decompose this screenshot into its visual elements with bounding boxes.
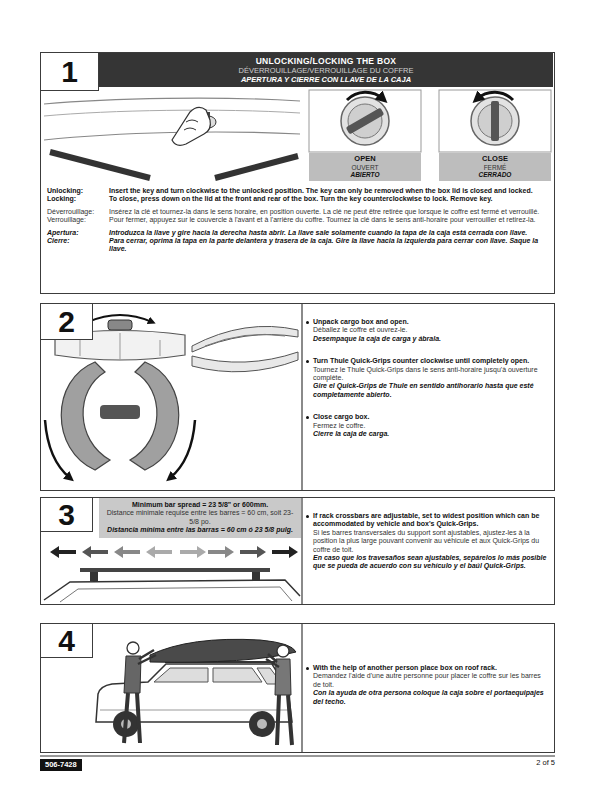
instruction-text: Déverrouillage: — [47, 208, 105, 216]
bullet-dot — [306, 667, 309, 670]
instruction-text: Si les barres transversales du support s… — [313, 529, 547, 554]
instruction-text: Verrouillage: — [47, 216, 105, 224]
step-panel: Unlocking: Insert the key and turn clockw… — [40, 52, 555, 294]
lock-state-label: CLOSEFERMÉCERRADO — [439, 153, 551, 181]
header-text: DÉVERROUILLAGE/VERROUILLAGE DU COFFRE — [103, 66, 549, 75]
instruction-text: Para cerrar, oprima la tapa en la parte … — [109, 237, 550, 254]
bullet-dot — [306, 515, 309, 518]
step-panel: With the help of another person place bo… — [40, 623, 555, 753]
page-label-holder: 2 of 5 — [455, 758, 555, 768]
step-panel: Unpack cargo box and open.Déballez le co… — [40, 303, 555, 491]
instruction-text: Gire el Quick-Grips de Thule en sentido … — [313, 382, 547, 399]
step-panel: If rack crossbars are adjustable, set to… — [40, 497, 555, 605]
instruction-text: Déballez le coffre et ouvrez-le. — [313, 326, 547, 334]
bullet-dot — [306, 360, 309, 363]
instruction-text: Insert the key and turn clockwise to the… — [109, 187, 550, 195]
lock-icons — [309, 90, 551, 152]
instruction-text: En caso que los travesaños sean ajustabl… — [313, 554, 547, 571]
text-column: With the help of another person place bo… — [313, 664, 547, 706]
instruction-text: Unpack cargo box and open. — [313, 318, 547, 326]
instruction-text: If rack crossbars are adjustable, set to… — [313, 512, 547, 529]
spec-box: Minimum bar spread = 23 5/8" or 600mm.Di… — [99, 498, 301, 538]
instruction-text: Insérez la clé et tournez-la dans le sen… — [109, 208, 550, 216]
page-number: 2 of 5 — [455, 758, 555, 768]
instruction-text: Tournez le Thule Quick-Grips dans le sen… — [313, 366, 547, 383]
spec-text: Distancia mínima entre las barras = 60 c… — [103, 526, 297, 534]
step-number: 1 — [41, 53, 99, 91]
header-text: UNLOCKING/LOCKING THE BOX — [103, 56, 549, 66]
step-number-text: 1 — [61, 57, 78, 87]
instruction-text: Demandez l'aide d'une autre personne pou… — [313, 672, 547, 689]
instruction-text: With the help of another person place bo… — [313, 664, 547, 672]
step-number: 3 — [41, 498, 93, 532]
box-lid-drawing — [44, 98, 300, 178]
step-number: 4 — [41, 624, 93, 658]
spec-text: Minimum bar spread = 23 5/8" or 600mm. — [103, 501, 297, 509]
instruction-text: To close, press down on the lid at the f… — [109, 195, 550, 203]
state-text: CERRADO — [441, 171, 549, 178]
state-text: OPEN — [311, 155, 419, 164]
bullet-dot — [306, 416, 309, 419]
header-band: UNLOCKING/LOCKING THE BOXDÉVERROUILLAGE/… — [99, 53, 553, 87]
step-number-text: 4 — [58, 626, 75, 656]
loading-drawing — [96, 623, 302, 753]
state-text: CLOSE — [441, 155, 549, 164]
bullet-dot — [306, 321, 309, 324]
part-number-box: 506-7428 — [40, 759, 82, 771]
step-number-text: 2 — [58, 307, 75, 337]
text-column: Unpack cargo box and open.Déballez le co… — [313, 318, 547, 438]
state-text: OUVERT — [311, 164, 419, 171]
state-text: FERMÉ — [441, 164, 549, 171]
step-number-text: 3 — [58, 500, 75, 530]
instruction-text: Desempaque la caja de carga y ábrala. — [313, 335, 547, 343]
state-text: ABIERTO — [311, 171, 419, 178]
instruction-text: Unlocking: — [47, 187, 105, 195]
instruction-text: Close cargo box. — [313, 413, 547, 421]
instruction-text: Apertura: — [47, 229, 105, 237]
instruction-text: Pour fermer, appuyez sur le couvercle à … — [109, 216, 550, 224]
text-column: If rack crossbars are adjustable, set to… — [313, 512, 547, 571]
step-number: 2 — [41, 304, 93, 340]
instruction-text: Locking: — [47, 195, 105, 203]
part-number: 506-7428 — [45, 760, 77, 770]
instruction-text: Turn Thule Quick-Grips counter clockwise… — [313, 357, 547, 365]
instruction-text: Fermez le coffre. — [313, 422, 547, 430]
header-text: APERTURA Y CIERRE CON LLAVE DE LA CAJA — [103, 75, 549, 84]
lock-state-label: OPENOUVERTABIERTO — [309, 153, 421, 181]
instruction-text: Cierre: — [47, 237, 105, 245]
instruction-text: Con la ayuda de otra persona coloque la … — [313, 689, 547, 706]
footer-rule — [40, 756, 555, 757]
text-column: Unlocking: Insert the key and turn clockw… — [47, 187, 550, 254]
instruction-text: Introduzca la llave y gire hacia la dere… — [109, 229, 550, 237]
instruction-text: Cierre la caja de carga. — [313, 430, 547, 438]
spec-text: Distance minimale requise entre les barr… — [103, 509, 297, 526]
